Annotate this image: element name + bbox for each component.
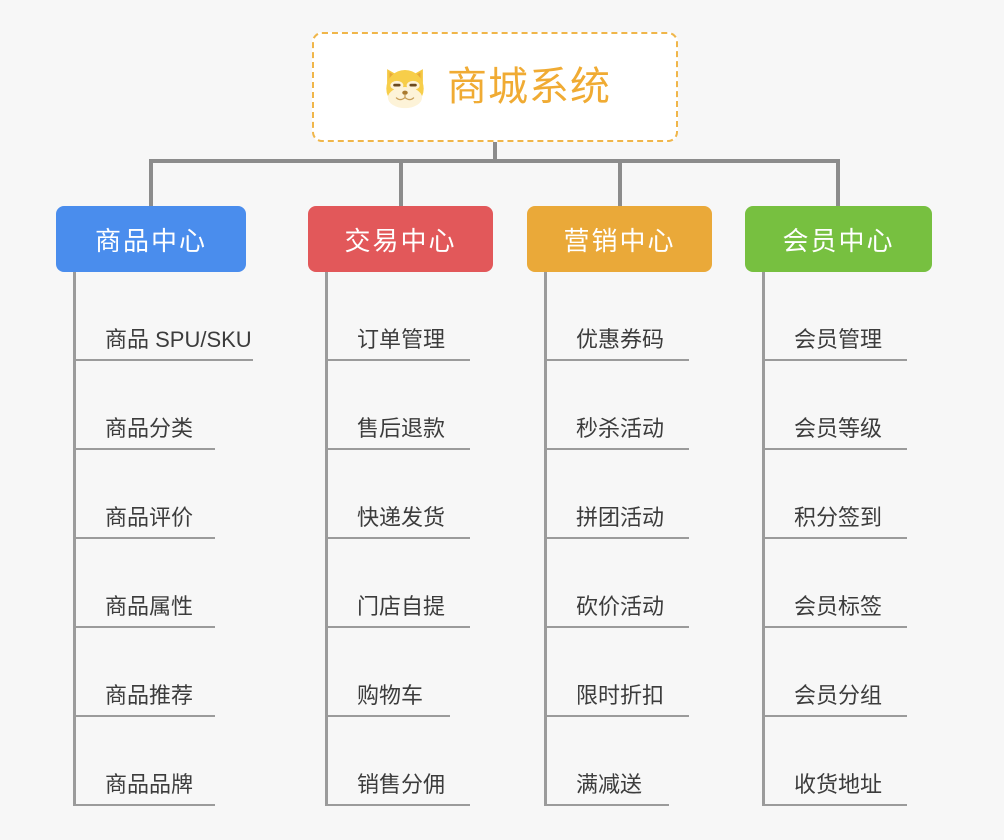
leaf-underline (544, 448, 689, 450)
leaf-underline (544, 715, 689, 717)
leaf-underline (73, 626, 215, 628)
shiba-dog-icon (386, 69, 424, 109)
leaf-underline (325, 715, 450, 717)
leaf-item[interactable]: 门店自提 (325, 539, 493, 628)
leaf-item[interactable]: 限时折扣 (544, 628, 712, 717)
leaf-label: 拼团活动 (576, 505, 665, 530)
category-column: 营销中心优惠券码秒杀活动拼团活动砍价活动限时折扣满减送 (527, 206, 712, 822)
leaf-label: 商品 SPU/SKU (105, 327, 252, 352)
trunk-line (544, 272, 547, 806)
leaf-underline (325, 626, 470, 628)
leaf-underline (544, 626, 689, 628)
leaf-label: 商品品牌 (105, 772, 194, 797)
leaf-item[interactable]: 会员管理 (762, 272, 932, 361)
leaf-label: 商品分类 (105, 416, 194, 441)
trunk-line (73, 272, 76, 806)
leaf-item[interactable]: 购物车 (325, 628, 493, 717)
leaf-label: 优惠券码 (576, 327, 665, 352)
leaf-label: 秒杀活动 (576, 416, 665, 441)
leaf-underline (544, 537, 689, 539)
leaf-item[interactable]: 拼团活动 (544, 450, 712, 539)
category-column: 交易中心订单管理售后退款快递发货门店自提购物车销售分佣 (308, 206, 493, 822)
leaf-label: 快递发货 (357, 505, 446, 530)
leaf-label: 销售分佣 (357, 772, 446, 797)
category-header-1[interactable]: 商品中心 (56, 206, 246, 272)
leaf-list: 订单管理售后退款快递发货门店自提购物车销售分佣 (325, 272, 493, 806)
leaf-label: 会员分组 (794, 683, 883, 708)
leaf-underline (325, 359, 470, 361)
leaf-item[interactable]: 满减送 (544, 717, 712, 806)
leaf-item[interactable]: 商品 SPU/SKU (73, 272, 253, 361)
leaf-label: 门店自提 (357, 594, 446, 619)
leaf-item[interactable]: 商品属性 (73, 539, 246, 628)
leaf-item[interactable]: 秒杀活动 (544, 361, 712, 450)
leaf-label: 限时折扣 (576, 683, 665, 708)
leaf-item[interactable]: 订单管理 (325, 272, 493, 361)
category-column: 会员中心会员管理会员等级积分签到会员标签会员分组收货地址 (745, 206, 932, 822)
leaf-item[interactable]: 售后退款 (325, 361, 493, 450)
category-header-2[interactable]: 交易中心 (308, 206, 493, 272)
leaf-list: 商品 SPU/SKU 商品分类商品评价商品属性商品推荐商品品牌 (73, 272, 253, 806)
leaf-label: 积分签到 (794, 505, 883, 530)
category-header-3[interactable]: 营销中心 (527, 206, 712, 272)
root-title: 商城系统 (447, 65, 611, 109)
leaf-label: 砍价活动 (576, 594, 665, 619)
leaf-underline (73, 448, 215, 450)
leaf-label: 商品属性 (105, 594, 194, 619)
leaf-underline (73, 537, 215, 539)
connector-drop-3 (618, 159, 622, 207)
leaf-label: 会员等级 (794, 416, 883, 441)
leaf-underline (762, 804, 907, 806)
leaf-item[interactable]: 优惠券码 (544, 272, 712, 361)
leaf-list: 优惠券码秒杀活动拼团活动砍价活动限时折扣满减送 (544, 272, 712, 806)
leaf-label: 会员管理 (794, 327, 883, 352)
leaf-underline (325, 448, 470, 450)
connector-horizontal-bus (149, 159, 839, 163)
trunk-line (325, 272, 328, 806)
leaf-underline (762, 448, 907, 450)
leaf-underline (544, 804, 669, 806)
leaf-item[interactable]: 销售分佣 (325, 717, 493, 806)
leaf-underline (73, 359, 253, 361)
connector-drop-1 (149, 159, 153, 207)
leaf-label: 商品评价 (105, 505, 194, 530)
leaf-item[interactable]: 砍价活动 (544, 539, 712, 628)
connector-root-stem (493, 142, 497, 162)
leaf-label: 订单管理 (357, 327, 446, 352)
leaf-underline (762, 715, 907, 717)
leaf-label: 满减送 (576, 772, 643, 797)
leaf-underline (73, 715, 215, 717)
leaf-item[interactable]: 收货地址 (762, 717, 932, 806)
leaf-underline (325, 537, 470, 539)
leaf-underline (762, 537, 907, 539)
leaf-label: 商品推荐 (105, 683, 194, 708)
leaf-underline (544, 359, 689, 361)
leaf-item[interactable]: 会员分组 (762, 628, 932, 717)
leaf-item[interactable]: 商品评价 (73, 450, 246, 539)
leaf-item[interactable]: 商品分类 (73, 361, 246, 450)
connector-drop-2 (399, 159, 403, 207)
leaf-list: 会员管理会员等级积分签到会员标签会员分组收货地址 (762, 272, 932, 806)
leaf-label: 会员标签 (794, 594, 883, 619)
leaf-item[interactable]: 会员等级 (762, 361, 932, 450)
leaf-item[interactable]: 商品品牌 (73, 717, 246, 806)
leaf-item[interactable]: 快递发货 (325, 450, 493, 539)
leaf-label: 售后退款 (357, 416, 446, 441)
leaf-item[interactable]: 会员标签 (762, 539, 932, 628)
trunk-line (762, 272, 765, 806)
category-header-4[interactable]: 会员中心 (745, 206, 932, 272)
root-node[interactable]: 商城系统 (312, 32, 678, 142)
leaf-underline (762, 626, 907, 628)
leaf-underline (762, 359, 907, 361)
leaf-label: 购物车 (357, 683, 424, 708)
leaf-underline (73, 804, 215, 806)
connector-drop-4 (836, 159, 840, 207)
leaf-item[interactable]: 商品推荐 (73, 628, 246, 717)
leaf-underline (325, 804, 470, 806)
leaf-label: 收货地址 (794, 772, 883, 797)
leaf-item[interactable]: 积分签到 (762, 450, 932, 539)
category-column: 商品中心商品 SPU/SKU 商品分类商品评价商品属性商品推荐商品品牌 (56, 206, 253, 822)
